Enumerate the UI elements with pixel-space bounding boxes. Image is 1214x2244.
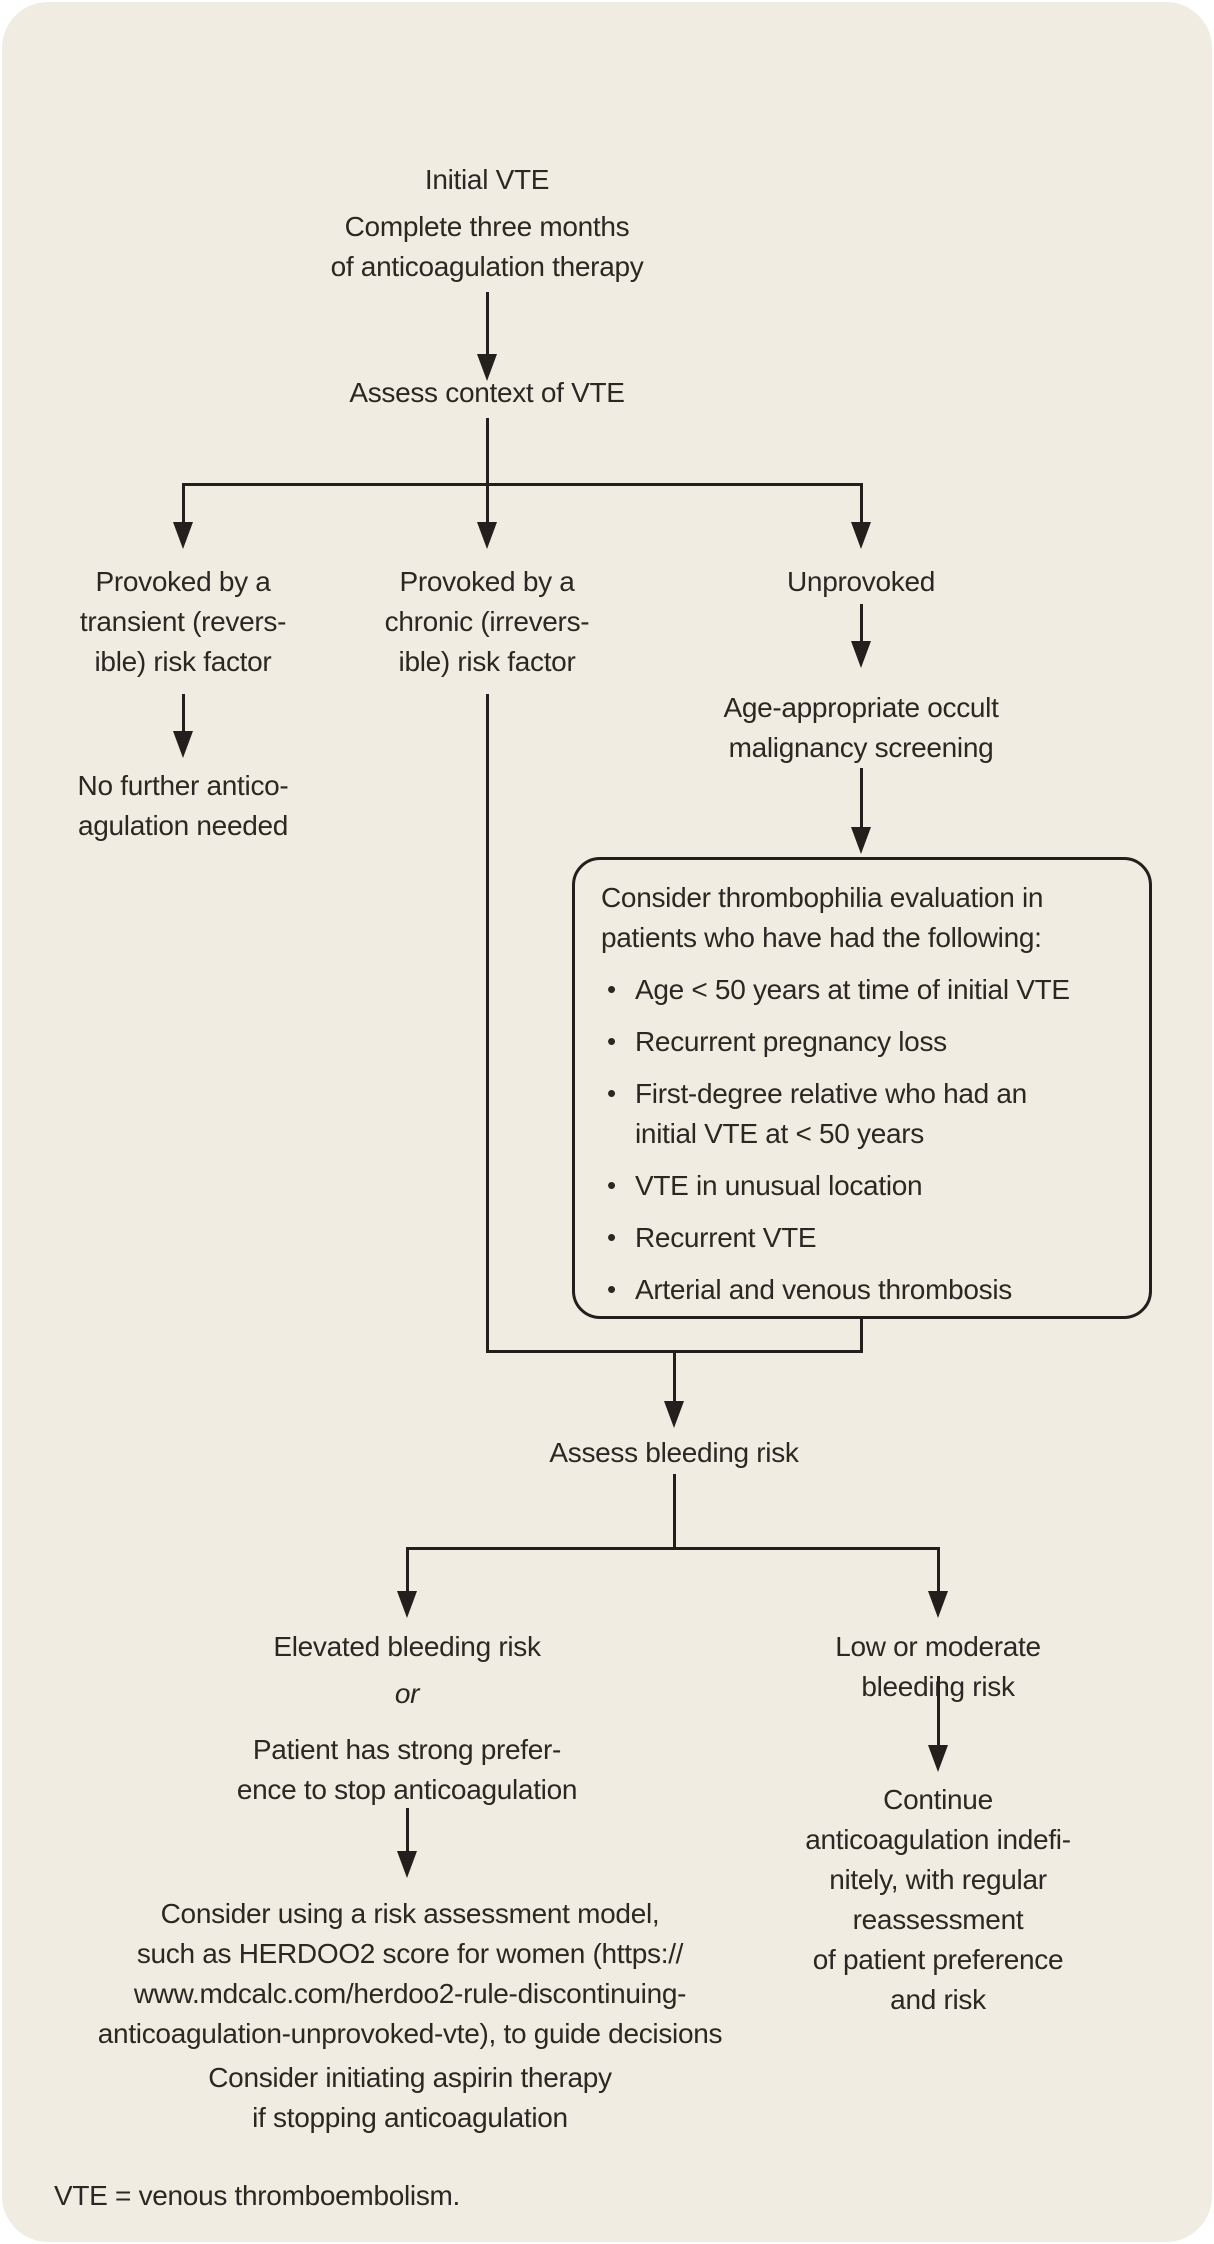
arrowhead-down-icon — [664, 1401, 684, 1428]
list-item-text: Recurrent pregnancy loss — [635, 1026, 947, 1057]
list-item-text: First-degree relative who had an initial… — [635, 1078, 1027, 1149]
node-provoked-chronic: Provoked by a chronic (irrevers- ible) r… — [384, 566, 590, 677]
arrowhead-down-icon — [397, 1851, 417, 1878]
connector-preference-to-model — [405, 1808, 409, 1853]
list-item: • First-degree relative who had an initia… — [601, 1074, 1127, 1154]
thrombophilia-list: • Age < 50 years at time of initial VTE •… — [601, 970, 1127, 1310]
bullet-icon: • — [607, 1170, 616, 1200]
node-continue-anticoagulation: Continue anticoagulation indefi- nitely,… — [805, 1784, 1071, 2015]
list-item-text: VTE in unusual location — [635, 1170, 923, 1201]
connector-low-to-continue — [936, 1676, 940, 1747]
connector-merge-to-bleeding — [672, 1350, 676, 1403]
bullet-icon: • — [607, 1274, 616, 1304]
list-item: • Recurrent VTE — [601, 1218, 1127, 1258]
list-item-text: Recurrent VTE — [635, 1222, 817, 1253]
arrowhead-down-icon — [928, 1745, 948, 1772]
connector-split-middle — [485, 483, 489, 524]
thrombophilia-box-header: Consider thrombophilia evaluation in pat… — [601, 882, 1044, 953]
list-item: • Recurrent pregnancy loss — [601, 1022, 1127, 1062]
node-initial-vte: Initial VTE — [424, 164, 550, 195]
arrowhead-down-icon — [851, 522, 871, 549]
node-aspirin-therapy: Consider initiating aspirin therapy if s… — [208, 2062, 612, 2133]
arrowhead-down-icon — [173, 522, 193, 549]
node-low-moderate-bleeding-risk: Low or moderate bleeding risk — [835, 1631, 1041, 1702]
connector-bleeding-to-split — [672, 1474, 676, 1550]
arrowhead-down-icon — [477, 522, 497, 549]
list-item-text: Arterial and venous thrombosis — [635, 1274, 1012, 1305]
node-complete-three-months: Complete three months of anticoagulation… — [330, 211, 644, 282]
node-unprovoked: Unprovoked — [787, 566, 935, 597]
connector-unprovoked-to-screening — [859, 604, 863, 643]
list-item: • Arterial and venous thrombosis — [601, 1270, 1127, 1310]
arrowhead-down-icon — [851, 827, 871, 854]
arrowhead-down-icon — [397, 1591, 417, 1618]
connector-chronic-to-merge — [485, 694, 489, 1352]
footnote-abbreviation: VTE = venous thromboembolism. — [54, 2180, 461, 2211]
node-assess-bleeding-risk: Assess bleeding risk — [549, 1437, 799, 1468]
connector-screening-to-box — [859, 768, 863, 829]
arrowhead-down-icon — [173, 731, 193, 758]
arrowhead-down-icon — [477, 354, 497, 381]
connector-split-left — [181, 483, 185, 524]
node-assess-context: Assess context of VTE — [349, 377, 625, 408]
bullet-icon: • — [607, 1026, 616, 1056]
connector-start-to-assess — [485, 292, 489, 356]
list-item-text: Age < 50 years at time of initial VTE — [635, 974, 1070, 1005]
connector-bottom-split-right — [936, 1547, 940, 1593]
list-item: • VTE in unusual location — [601, 1166, 1127, 1206]
node-or-separator: or — [394, 1678, 420, 1709]
bullet-icon: • — [607, 1222, 616, 1252]
arrowhead-down-icon — [851, 641, 871, 668]
thrombophilia-box: Consider thrombophilia evaluation in pat… — [572, 857, 1152, 1319]
connector-box-to-merge — [859, 1319, 863, 1353]
node-occult-malignancy-screening: Age-appropriate occult malignancy screen… — [723, 692, 999, 763]
connector-split-right — [859, 483, 863, 524]
node-no-further-anticoagulation: No further antico- agulation needed — [77, 770, 289, 841]
connector-bottom-split-left — [405, 1547, 409, 1593]
node-provoked-transient: Provoked by a transient (revers- ible) r… — [79, 566, 287, 677]
node-patient-preference: Patient has strong prefer- ence to stop … — [236, 1734, 578, 1805]
connector-assess-to-split — [485, 418, 489, 485]
list-item: • Age < 50 years at time of initial VTE — [601, 970, 1127, 1010]
connector-bottom-split-horizontal — [406, 1547, 940, 1550]
connector-transient-to-result — [181, 694, 185, 733]
bullet-icon: • — [607, 1078, 616, 1108]
bullet-icon: • — [607, 974, 616, 1004]
node-elevated-bleeding-risk: Elevated bleeding risk — [273, 1631, 541, 1662]
connector-split-horizontal — [182, 483, 863, 486]
arrowhead-down-icon — [928, 1591, 948, 1618]
node-risk-assessment-model: Consider using a risk assessment model, … — [97, 1898, 723, 2049]
